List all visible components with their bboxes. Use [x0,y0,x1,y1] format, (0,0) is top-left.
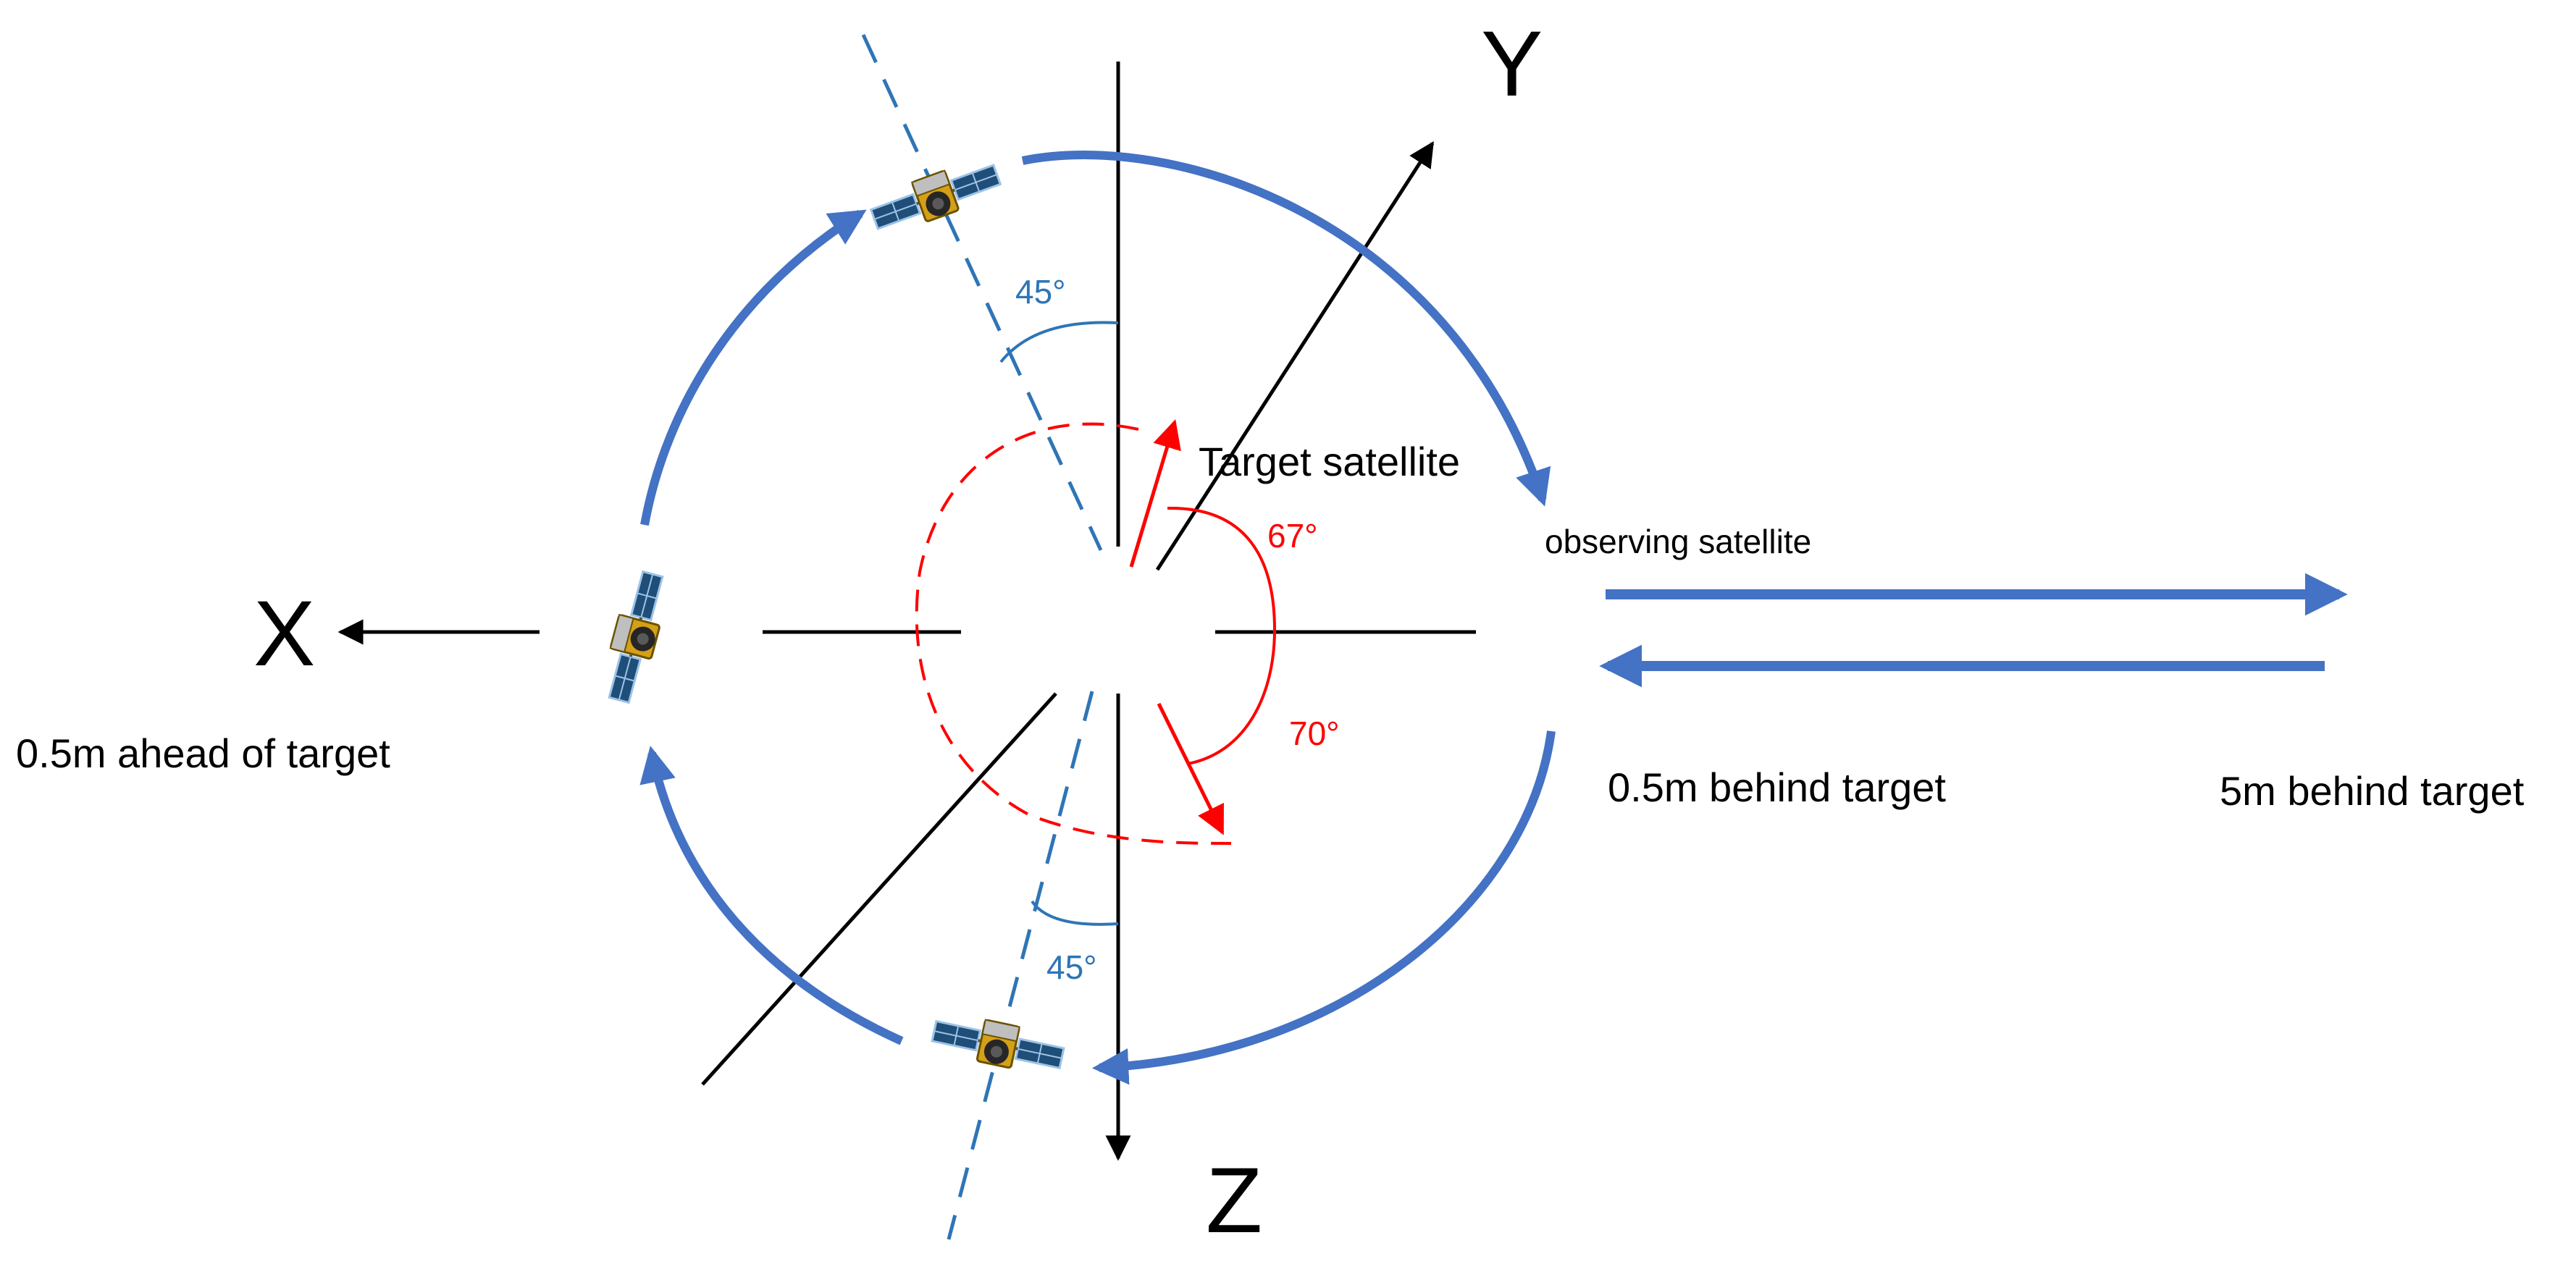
behind-far-label: 5m behind target [2220,768,2525,814]
ahead-of-target-label: 0.5m ahead of target [16,730,390,776]
red-lower-angle-label: 70° [1289,715,1340,752]
satellite-icon [596,567,674,707]
y-axis [701,141,1435,1086]
top-angle-label: 45° [1015,273,1066,311]
top-angle-arc [999,321,1119,363]
satellite-icon [928,1008,1068,1080]
observing-satellite-label: observing satellite [1545,523,1812,560]
x-axis-label: X [253,582,316,686]
z-axis-label: Z [1206,1149,1263,1252]
bottom-angle-arc [1031,900,1119,926]
red-upper-angle-label: 67° [1267,517,1318,555]
orbit-path [639,151,1556,1085]
tilted-dashed-axis-lower [947,691,1094,1240]
bottom-angle-label: 45° [1046,948,1097,986]
y-axis-label: Y [1481,12,1543,116]
red-upper-arrow [1129,419,1181,568]
red-angle-arc [1167,506,1277,765]
tilted-dashed-axis [861,33,1103,552]
red-dashed-trajectory [915,422,1232,845]
behind-near-label: 0.5m behind target [1608,764,1946,810]
satellite-icon [865,153,1006,240]
target-satellite-label: Target satellite [1199,439,1461,484]
red-lower-arrow [1157,702,1225,835]
